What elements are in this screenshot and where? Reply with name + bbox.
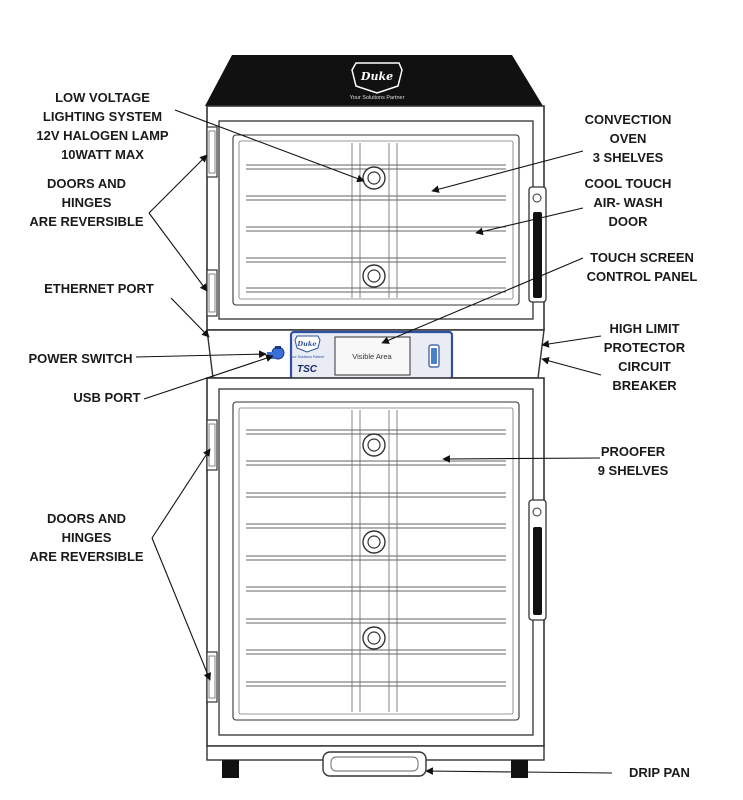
arrow-cool-touch [475,207,584,236]
upper-lamp-bottom [362,264,386,288]
panel-tagline: Your Solutions Partner [290,355,326,359]
arrow-proofer [442,455,601,463]
right-foot [511,760,528,778]
arrow-usb [143,354,274,400]
panel-duke-logo: Duke [294,335,321,353]
touch-screen-display[interactable] [334,336,411,376]
arrow-breaker [541,357,602,376]
lower-hinge-top [206,419,218,471]
upper-hinge-top [206,126,218,178]
panel-indicator [428,344,440,368]
panel-logo-text: Duke [296,340,316,348]
lower-door-handle [528,499,547,621]
left-foot [222,760,239,778]
drip-pan[interactable] [322,751,427,777]
label-drip-pan: DRIP PAN [629,765,690,780]
arrow-convection [431,150,584,193]
arrow-drip-pan [425,767,613,775]
arrow-ethernet [170,297,210,338]
arrow-high-limit [541,335,602,348]
leader-lines [135,109,613,775]
lower-shelves [246,429,506,687]
arrow-touch-screen [381,257,584,344]
logo-text: Duke [360,70,393,83]
label-usb-port: USB PORT [73,390,141,405]
lower-lamp-1 [362,433,386,457]
top-tagline: Your Solutions Partner [350,95,405,101]
arrow-doors-lower-2 [151,537,211,681]
arrow-lighting [174,109,365,183]
label-power-switch: POWER SWITCH [28,351,133,366]
lower-lamp-3 [362,626,386,650]
arrow-doors-lower-1 [151,448,211,539]
upper-door-handle [528,186,547,303]
screen-visible-area: Visible Area [352,352,392,361]
model-text: TSC [297,364,318,375]
lower-shelf-rails [351,410,398,712]
duke-top-logo: Duke [351,62,403,94]
arrow-doors-upper-1 [148,154,208,214]
label-ethernet-port: ETHERNET PORT [44,281,154,296]
lower-lamp-2 [362,530,386,554]
arrow-doors-upper-2 [148,212,208,292]
lower-window [232,401,520,721]
upper-lamp-top [362,166,386,190]
arrow-power-switch [135,350,267,359]
upper-hinge-bottom [206,269,218,317]
